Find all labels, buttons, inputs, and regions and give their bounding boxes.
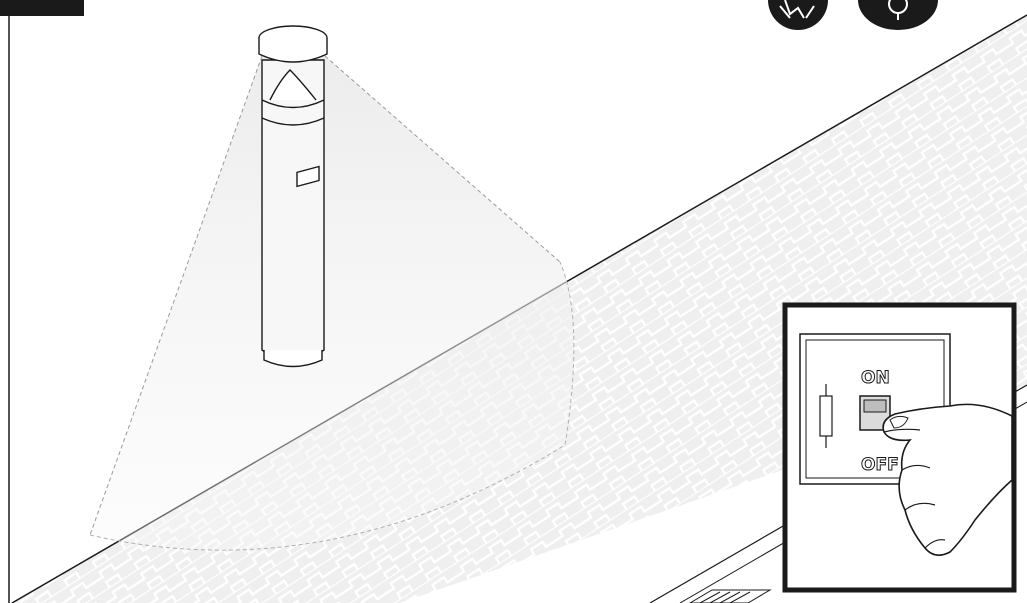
- switch-inset: ON OFF: [785, 305, 1014, 590]
- electrician-required-icon: [768, 0, 828, 30]
- light-beam: [90, 56, 574, 550]
- bollard-luminaire: [259, 26, 327, 367]
- switch-off-label: OFF: [861, 455, 899, 475]
- drain-grate: [690, 590, 770, 603]
- header-block: [0, 0, 84, 16]
- switch-on-label: ON: [861, 368, 890, 388]
- fuse-slot: [820, 396, 832, 436]
- light-bulb-icon: [858, 0, 938, 30]
